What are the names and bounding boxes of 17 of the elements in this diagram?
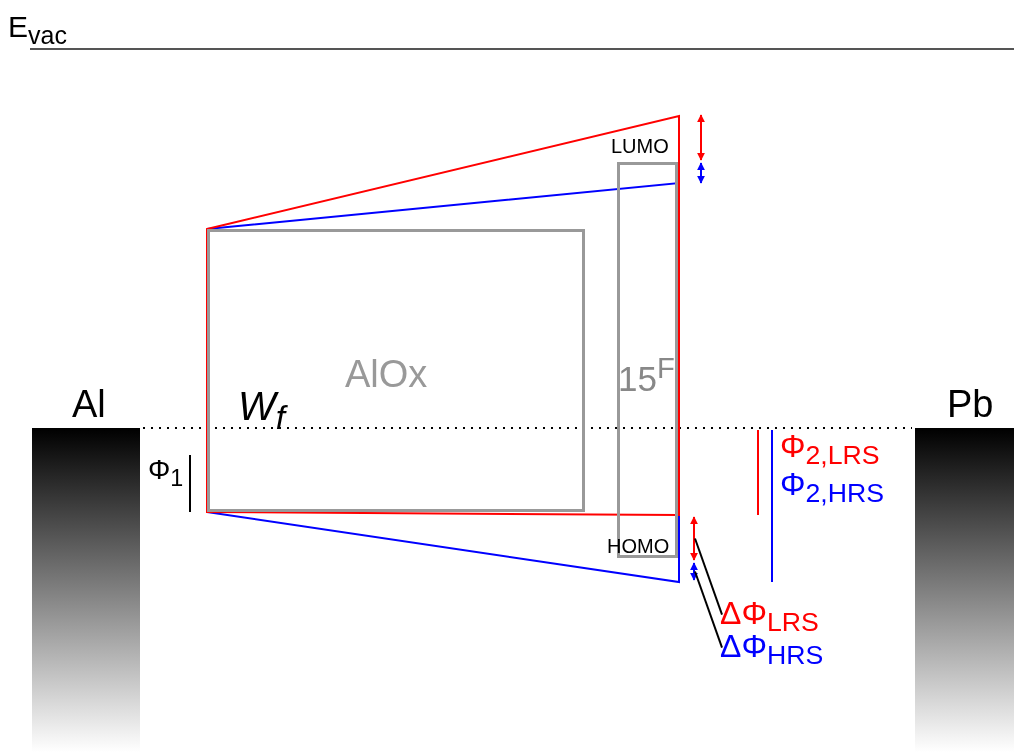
dimension-line: [690, 562, 698, 581]
electrode-label: Pb: [947, 385, 994, 423]
leader-line: [694, 537, 723, 616]
symbol-label: Φ$_{1}$: [148, 456, 184, 490]
electrode-label: Al: [72, 385, 106, 423]
symbol-label: W$_{f}$: [238, 386, 286, 435]
level-label: HOMO: [607, 536, 670, 556]
axis-label: E$_{vac}$: [8, 12, 67, 48]
dimension-line: [690, 516, 698, 561]
layer-box: [207, 229, 585, 512]
level-label: LUMO: [611, 136, 669, 156]
energy-label: ΔΦ$_{HRS}$: [720, 630, 824, 670]
layer-label: 15$^{F}$: [618, 354, 675, 396]
energy-label: Φ$_{2,HRS}$: [780, 468, 885, 508]
energy-label: Φ$_{2,LRS}$: [780, 430, 880, 470]
layer-label: AlOx: [345, 355, 428, 393]
leader-line: [694, 570, 723, 649]
